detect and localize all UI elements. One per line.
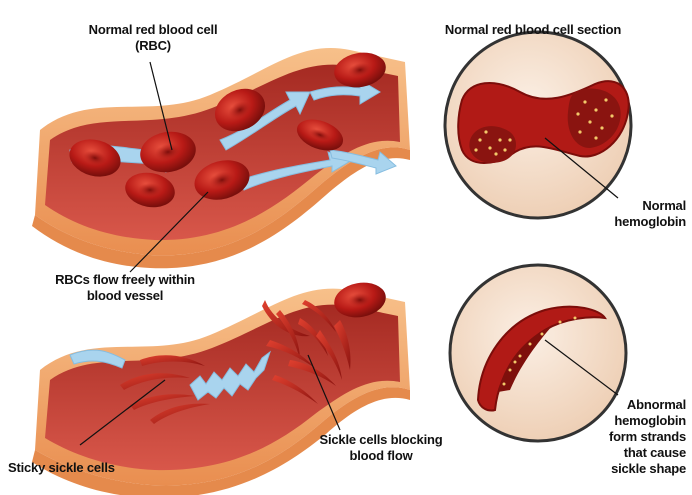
normal-section-label: Normal red blood cell section (428, 22, 638, 38)
sticky-sickle-label: Sticky sickle cells (8, 460, 168, 476)
abnormal-hemoglobin-label: Abnormal hemoglobin form strands that ca… (590, 397, 686, 477)
flow-freely-line1: RBCs flow freely within (20, 272, 230, 288)
flow-freely-line2: blood vessel (20, 288, 230, 304)
normal-hemoglobin-line2: hemoglobin (580, 214, 686, 230)
abnormal-line2: hemoglobin (590, 413, 686, 429)
flow-freely-label: RBCs flow freely within blood vessel (20, 272, 230, 304)
abnormal-line4: that cause (590, 445, 686, 461)
normal-rbc-label: Normal red blood cell (RBC) (68, 22, 238, 54)
normal-hemoglobin-label: Normal hemoglobin (580, 198, 686, 230)
abnormal-line5: sickle shape (590, 461, 686, 477)
normal-cell-section-circle (445, 32, 631, 218)
normal-rbc-label-line2: (RBC) (68, 38, 238, 54)
normal-rbc-label-line1: Normal red blood cell (68, 22, 238, 38)
blocking-line2: blood flow (296, 448, 466, 464)
blocking-line1: Sickle cells blocking (296, 432, 466, 448)
blocking-label: Sickle cells blocking blood flow (296, 432, 466, 464)
abnormal-line3: form strands (590, 429, 686, 445)
abnormal-line1: Abnormal (590, 397, 686, 413)
normal-blood-vessel (32, 48, 410, 268)
normal-hemoglobin-line1: Normal (580, 198, 686, 214)
